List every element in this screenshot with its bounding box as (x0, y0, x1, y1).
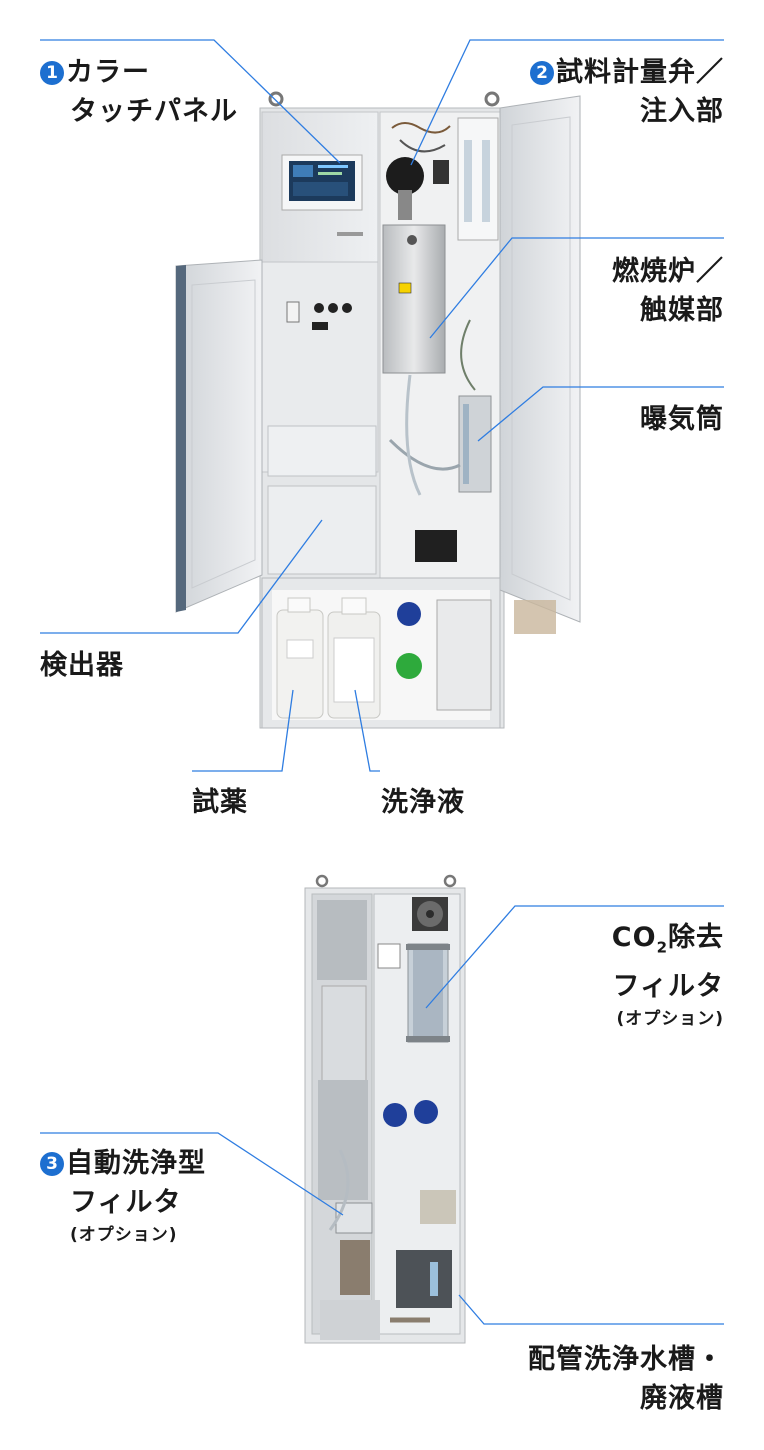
furnace-label: 燃焼炉／ 触媒部 (612, 256, 724, 326)
sparger-label: 曝気筒 (640, 404, 724, 435)
sparger-part (458, 395, 492, 493)
detector-label: 検出器 (40, 650, 124, 681)
number-badge: 3 (40, 1152, 64, 1176)
reagent-label: 試薬 (192, 787, 248, 818)
analyzer-front-photo (175, 91, 581, 729)
reagent-bottle (276, 597, 324, 719)
sampling-valve-part (386, 122, 451, 220)
co2-filter-label: CO2除去 フィルタ (オプション) (611, 922, 724, 1030)
touch-panel-screen (281, 154, 363, 211)
auto-wash-filter-part (335, 1202, 373, 1295)
number-badge: 2 (530, 61, 554, 85)
tank-label: 配管洗浄水槽・ 廃液槽 (528, 1344, 724, 1414)
leader-lines (40, 39, 724, 1325)
wash-liquid-label: 洗浄液 (381, 787, 465, 818)
furnace-part (382, 224, 446, 374)
tank-part (396, 1250, 452, 1308)
co2-filter-part (406, 943, 450, 1043)
number-badge: 1 (40, 61, 64, 85)
analyzer-rear-photo (304, 874, 466, 1344)
wash-liquid-bottle (327, 597, 381, 719)
